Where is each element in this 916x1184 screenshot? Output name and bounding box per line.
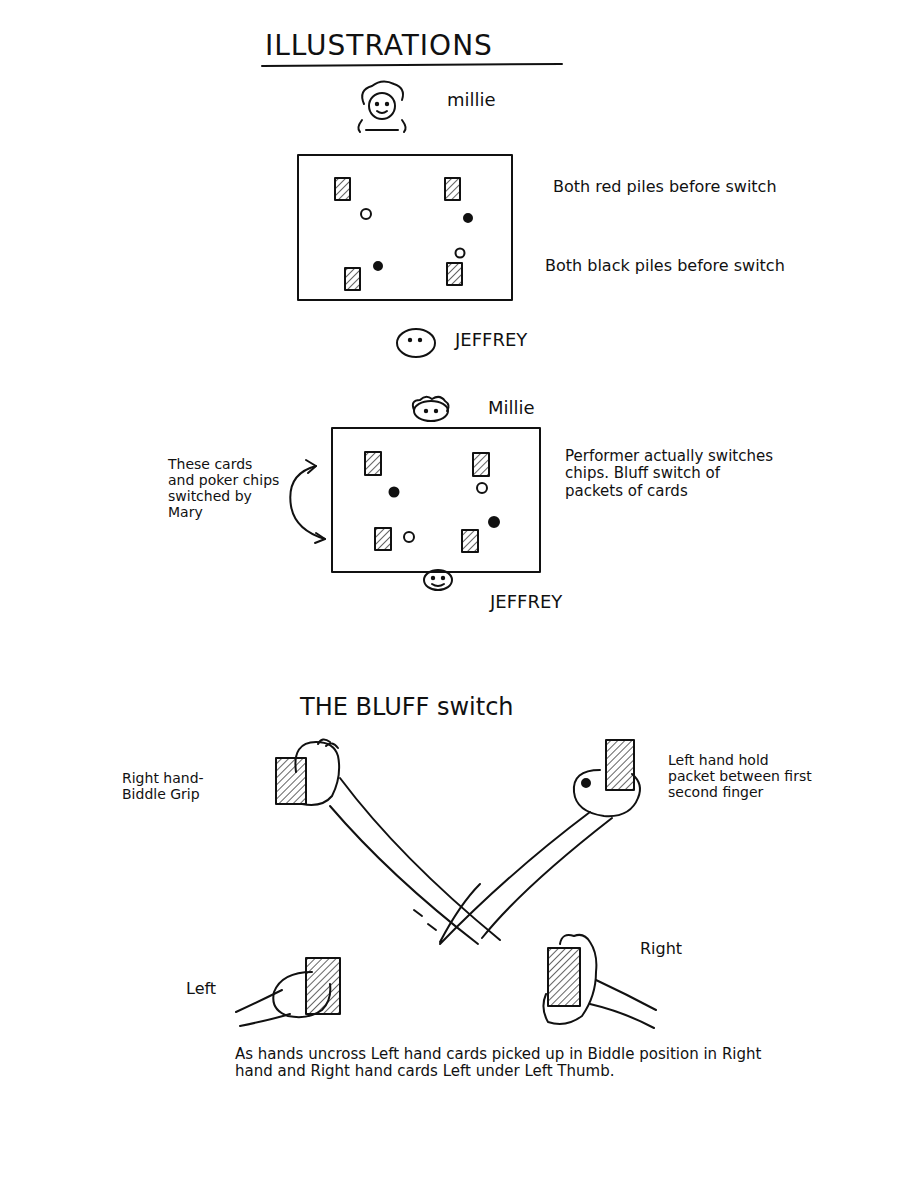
drawing [236,64,656,1028]
hand [543,935,596,1024]
hair [413,397,449,411]
thumb [582,779,590,787]
name-label: JEFFREY [455,330,527,351]
card-pile [447,263,462,285]
wrist [236,990,290,1026]
hand [574,770,640,816]
card-pile [445,178,460,200]
card-pile [473,453,489,476]
chip-hollow [456,249,465,258]
card-piles [365,452,489,552]
arrowhead [315,533,325,543]
hand [273,972,330,1017]
table [332,428,540,572]
poker-chips [361,209,472,270]
chip-filled [464,214,472,222]
chip-hollow [477,483,487,493]
card-pile [345,268,360,290]
hand-label: Left [186,980,216,998]
card-piles [335,178,462,290]
curved-arrow [290,466,325,539]
name-label: JEFFREY [490,592,562,613]
table [298,155,512,300]
wrist [590,980,656,1028]
arm [330,778,500,944]
arrowhead [306,460,316,473]
eye [432,577,434,579]
card-packet [548,948,580,1006]
name-label: Millie [488,398,535,419]
hand-label: Right [640,940,682,958]
millie-figure [358,81,405,132]
chip-filled [374,262,382,270]
shoulders [358,120,405,132]
arm-marks [414,910,436,930]
callout-note: Right hand- Biddle Grip [122,770,240,802]
face [369,93,395,119]
section-heading: THE BLUFF switch [300,694,514,722]
chip-filled [390,488,399,497]
card-pile [462,530,478,552]
callout-note: These cards and poker chips switched by … [168,456,280,520]
hair [362,81,403,104]
arm [440,812,612,944]
card-pile [375,528,391,550]
crossed-arms [236,739,656,1028]
note: Both red piles before switch [553,178,777,196]
card-packet [606,740,634,790]
poker-chips [390,483,500,542]
eye [376,103,378,105]
eye [386,103,388,105]
caption-note: As hands uncross Left hand cards picked … [235,1046,795,1081]
mouth [377,111,387,113]
face [414,401,448,421]
chip-hollow [361,209,371,219]
eye [425,410,427,412]
mouth [432,584,444,586]
eye [409,339,411,341]
callout-note: Left hand hold packet between first seco… [668,752,818,800]
fingers [318,739,338,748]
face [397,329,435,357]
switch-arrow [290,460,325,543]
title-underline [262,64,562,66]
hand [295,742,339,805]
chip-hollow [404,532,414,542]
page-title: ILLUSTRATIONS [265,30,493,62]
face [424,570,452,590]
card-packet [276,758,306,804]
card-pile [365,452,381,475]
eye [435,410,437,412]
name-label: millie [447,90,496,111]
jeffrey-figure [424,570,452,590]
note: Both black piles before switch [545,257,785,275]
callout-note: Performer actually switches chips. Bluff… [565,448,780,500]
card-packet [306,958,340,1014]
millie-figure [413,397,449,421]
jeffrey-figure [397,329,435,357]
chip-filled [489,517,499,527]
card-pile [335,178,350,200]
eye [442,577,444,579]
eye [419,339,421,341]
